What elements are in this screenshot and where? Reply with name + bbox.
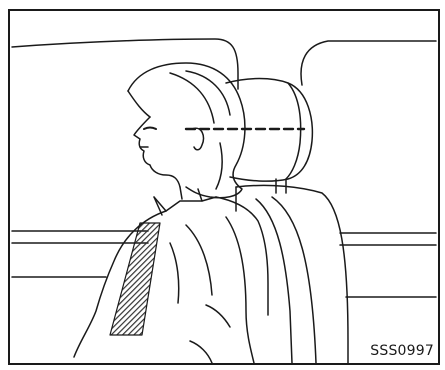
ear-icon — [192, 128, 204, 150]
background-seat-lines — [12, 39, 436, 297]
seatback — [236, 185, 348, 363]
illustration-frame: SSS0997 — [8, 9, 440, 365]
seat-belt — [110, 223, 160, 335]
head-restraint-illustration — [10, 11, 438, 363]
occupant — [74, 63, 268, 363]
figure-code: SSS0997 — [370, 343, 434, 359]
